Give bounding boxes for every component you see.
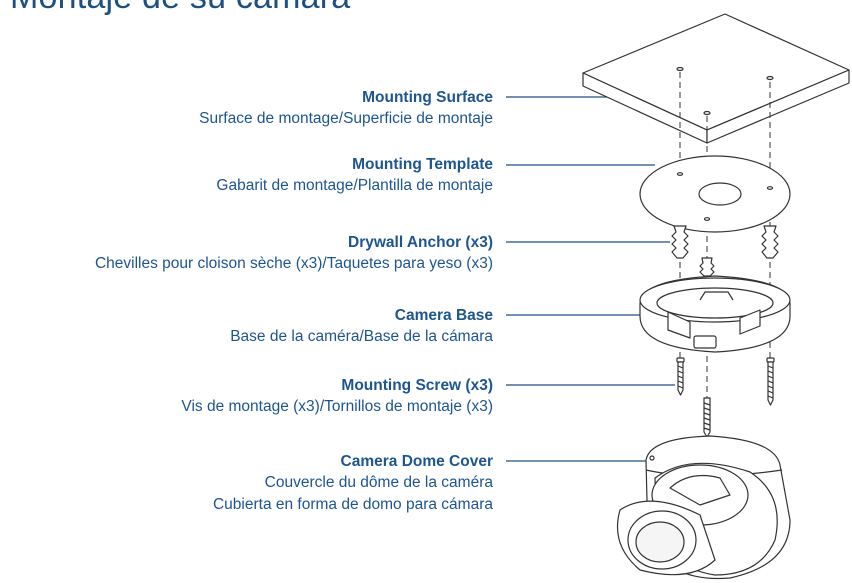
mounting-screw-left [676,357,685,396]
label-drywall-anchor: Drywall Anchor (x3) Chevilles pour clois… [95,232,493,275]
mounting-screw-center [703,397,711,438]
leader-lines [506,96,675,462]
camera-base [639,275,791,353]
page-title: Montaje de su cámara [10,0,350,17]
label-english: Mounting Template [352,156,493,173]
camera-dome [616,435,791,580]
label-translation: Base de la caméra/Base de la cámara [230,328,493,345]
label-camera-base: Camera Base Base de la caméra/Base de la… [230,305,493,348]
mounting-surface-plate [582,13,850,144]
label-english: Camera Base [394,307,493,324]
mounting-screw-right [766,357,775,406]
label-translation: Chevilles pour cloison sèche (x3)/Taquet… [94,255,493,272]
label-translation: Couvercle du dôme de la caméra [264,474,493,491]
label-camera-dome-cover: Camera Dome Cover Couvercle du dôme de l… [213,451,493,516]
mounting-template-disc [639,155,791,233]
drywall-anchor-right [761,225,779,259]
label-english: Mounting Screw (x3) [341,377,493,394]
drywall-anchor-left [671,225,689,259]
label-mounting-screw: Mounting Screw (x3) Vis de montage (x3)/… [181,375,493,418]
label-translation: Cubierta en forma de domo para cámara [212,496,493,513]
label-mounting-surface: Mounting Surface Surface de montage/Supe… [199,87,493,130]
label-english: Camera Dome Cover [340,453,493,470]
label-translation: Gabarit de montage/Plantilla de montaje [216,177,493,194]
label-mounting-template: Mounting Template Gabarit de montage/Pla… [216,154,493,197]
label-english: Mounting Surface [362,89,493,106]
label-english: Drywall Anchor (x3) [348,234,493,251]
label-translation: Vis de montage (x3)/Tornillos de montaje… [181,398,493,415]
label-translation: Surface de montage/Superficie de montaje [199,110,493,127]
drywall-anchor-center [699,257,715,277]
